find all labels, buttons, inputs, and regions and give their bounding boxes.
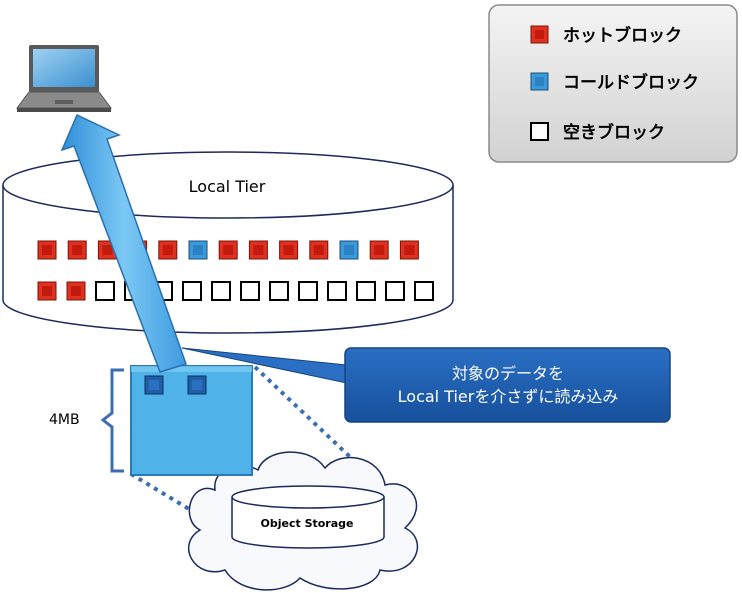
legend-empty: 空きブロック <box>530 122 665 143</box>
hot-block <box>399 240 419 260</box>
hot-block <box>248 240 268 260</box>
hot-block <box>67 240 87 260</box>
hot-block <box>37 240 57 260</box>
local-tier-label: Local Tier <box>189 177 266 196</box>
data-block-4mb <box>130 365 253 476</box>
hot-block <box>158 240 178 260</box>
cold-block <box>188 240 208 260</box>
hot-block <box>369 240 389 260</box>
local-tier-cylinder: Local Tier <box>2 151 454 334</box>
hot-block <box>37 281 57 301</box>
hot-block <box>309 240 329 260</box>
callout-line-1: 対象のデータを <box>452 364 564 383</box>
size-brace <box>100 368 124 473</box>
hot-block <box>218 240 238 260</box>
empty-block <box>327 281 347 301</box>
empty-block <box>414 281 434 301</box>
laptop-icon <box>16 45 112 112</box>
size-label: 4MB <box>49 412 80 428</box>
legend: ホットブロック コールドブロック 空きブロック <box>488 4 738 163</box>
empty-block <box>269 281 289 301</box>
legend-hot: ホットブロック <box>530 25 682 46</box>
empty-block <box>95 281 115 301</box>
legend-cold-label: コールドブロック <box>563 72 699 93</box>
legend-empty-label: 空きブロック <box>563 122 665 143</box>
empty-block <box>298 281 318 301</box>
callout-line-2: Local Tierを介さずに読み込み <box>398 387 619 406</box>
cold-block-in-4mb <box>144 375 164 395</box>
object-storage-cylinder: Object Storage <box>231 485 385 549</box>
empty-block <box>385 281 405 301</box>
empty-block <box>211 281 231 301</box>
dotted-projection <box>129 365 387 540</box>
hot-block <box>279 240 299 260</box>
object-storage-label: Object Storage <box>261 517 354 530</box>
cold-block-in-4mb <box>187 375 207 395</box>
legend-cold: コールドブロック <box>530 72 699 93</box>
legend-hot-label: ホットブロック <box>563 25 682 46</box>
block-row-1 <box>37 240 419 260</box>
cold-block <box>339 240 359 260</box>
hot-block <box>66 281 86 301</box>
read-arrow <box>60 113 187 373</box>
empty-block <box>240 281 260 301</box>
callout: 対象のデータを Local Tierを介さずに読み込み <box>181 347 671 423</box>
empty-block <box>182 281 202 301</box>
empty-block <box>356 281 376 301</box>
